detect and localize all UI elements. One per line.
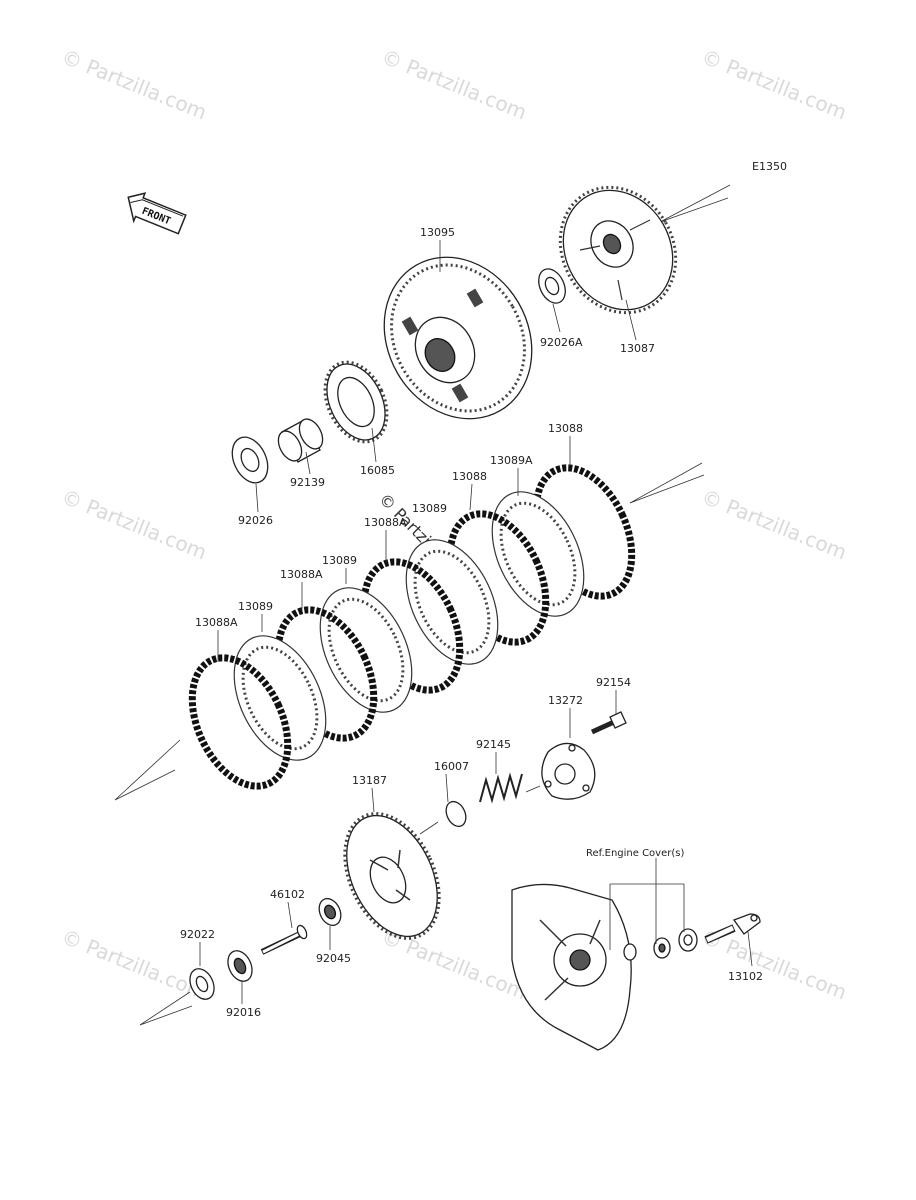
label-92139[interactable]: 92139 <box>290 476 325 489</box>
label-13187[interactable]: 13187 <box>352 774 387 787</box>
part-13187-pressure-plate[interactable] <box>326 798 458 953</box>
ref-engine-cover-note: Ref.Engine Cover(s) <box>586 848 684 859</box>
label-13089-3[interactable]: 13089 <box>322 554 357 567</box>
part-13087-housing[interactable] <box>538 166 698 334</box>
part-labels: 13095 92026A 13087 16085 92139 92026 130… <box>180 226 763 1019</box>
label-46102[interactable]: 46102 <box>270 888 305 901</box>
part-13102-lever[interactable] <box>704 913 761 944</box>
part-92139-sleeve[interactable] <box>274 415 328 465</box>
plate-13089-2[interactable] <box>216 621 344 774</box>
part-13095-clutch-housing[interactable] <box>355 230 560 445</box>
label-13087[interactable]: 13087 <box>620 342 655 355</box>
plate-13089-4[interactable] <box>388 525 516 678</box>
label-13088A-3[interactable]: 13088A <box>364 516 407 529</box>
part-16007-ring[interactable] <box>442 798 469 829</box>
part-92045-bearing[interactable] <box>315 895 345 929</box>
label-13088A-1[interactable]: 13088A <box>195 616 238 629</box>
part-92145-spring[interactable] <box>479 772 523 804</box>
part-46102-push-rod[interactable] <box>260 924 309 955</box>
label-92022[interactable]: 92022 <box>180 928 215 941</box>
part-92026A-washer[interactable] <box>534 265 571 308</box>
watermark-3: © Partzilla.com <box>698 44 850 124</box>
watermark-2: © Partzilla.com <box>378 44 530 124</box>
part-92022-washer[interactable] <box>185 965 218 1003</box>
ref-cover-parts <box>623 928 698 961</box>
label-92026A[interactable]: 92026A <box>540 336 583 349</box>
engine-cover-ref <box>511 883 632 1051</box>
label-92016[interactable]: 92016 <box>226 1006 261 1019</box>
part-92154-bolt[interactable] <box>590 711 627 735</box>
label-92045[interactable]: 92045 <box>316 952 351 965</box>
watermarks: © Partzilla.com © Partzilla.com © Partzi… <box>58 44 850 1004</box>
part-92016-bearing[interactable] <box>223 947 256 985</box>
label-92154[interactable]: 92154 <box>596 676 631 689</box>
clutch-plates <box>173 464 636 802</box>
diagram-code: E1350 <box>752 160 787 173</box>
label-13095[interactable]: 13095 <box>420 226 455 239</box>
plate-13088A-1[interactable] <box>173 643 307 802</box>
front-arrow-icon: FRONT <box>127 192 187 235</box>
label-13089-2[interactable]: 13089 <box>238 600 273 613</box>
plate-13089A[interactable] <box>474 477 602 630</box>
watermark-1: © Partzilla.com <box>58 44 210 124</box>
part-13272-plate[interactable] <box>541 742 596 800</box>
plate-13089-3[interactable] <box>302 573 430 726</box>
label-13089-4[interactable]: 13089 <box>412 502 447 515</box>
label-16085[interactable]: 16085 <box>360 464 395 477</box>
part-92026-washer[interactable] <box>225 431 274 488</box>
watermark-4: © Partzilla.com <box>58 484 210 564</box>
axis-lines <box>114 184 731 1026</box>
label-16007[interactable]: 16007 <box>434 760 469 773</box>
leader-lines <box>199 240 753 1004</box>
label-92145[interactable]: 92145 <box>476 738 511 751</box>
label-13272[interactable]: 13272 <box>548 694 583 707</box>
label-13102[interactable]: 13102 <box>728 970 763 983</box>
label-13088A-2[interactable]: 13088A <box>280 568 323 581</box>
watermark-5: © Partzilla.com <box>698 484 850 564</box>
label-92026[interactable]: 92026 <box>238 514 273 527</box>
label-13089A[interactable]: 13089A <box>490 454 533 467</box>
label-13088-front[interactable]: 13088 <box>452 470 487 483</box>
label-13088-back[interactable]: 13088 <box>548 422 583 435</box>
part-16085-gear[interactable] <box>313 352 399 452</box>
